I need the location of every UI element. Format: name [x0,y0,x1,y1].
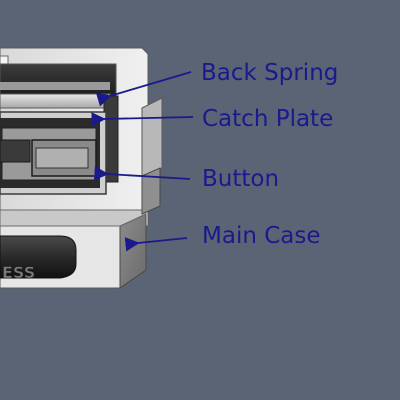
leader-button [93,166,191,181]
engraved-text: ESS [2,263,35,282]
leader-lines [91,71,194,252]
leader-main-case [124,237,188,252]
callout-back-spring: Back Spring [201,60,339,86]
leader-catch-plate [91,112,194,127]
leader-back-spring [95,71,192,107]
release-tab: ESS [0,235,77,282]
button [0,111,107,195]
back-spring [0,63,117,97]
callout-catch-plate: Catch Plate [202,106,334,132]
callout-button: Button [202,166,280,192]
case-flanges [141,97,163,215]
callout-main-case: Main Case [202,223,321,249]
